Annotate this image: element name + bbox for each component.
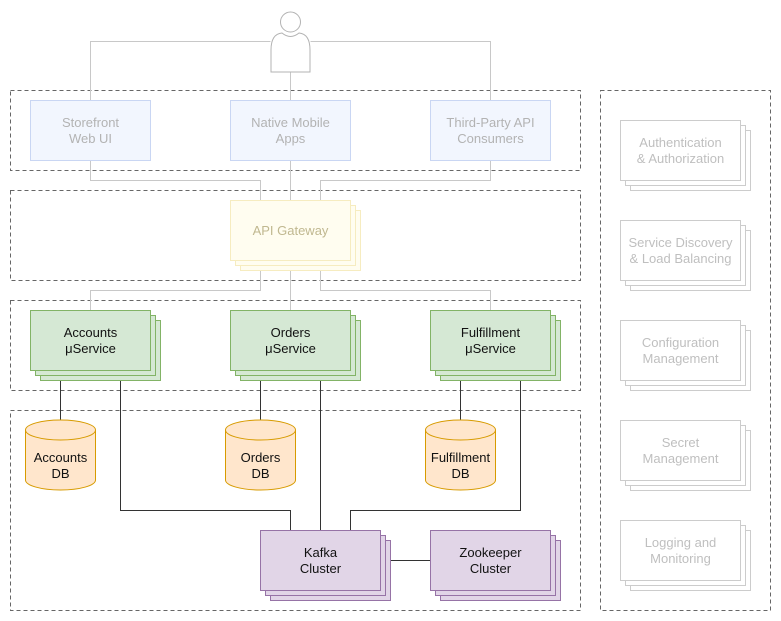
kafka-line1: Kafka: [304, 545, 338, 560]
connector-fulfillment-kafka: [350, 370, 521, 530]
service-accounts: Accounts μService: [30, 310, 161, 381]
service-accounts-line1: Accounts: [64, 325, 118, 340]
platform-auth-line1: Authentication: [639, 135, 721, 150]
platform-configuration-line1: Configuration: [642, 335, 719, 350]
service-orders-line1: Orders: [271, 325, 311, 340]
api-gateway: API Gateway: [230, 200, 361, 271]
connector-user-storefront: [90, 41, 271, 100]
service-fulfillment-line2: μService: [465, 341, 516, 356]
connector-gateway-fulfillment: [320, 260, 491, 310]
platform-configuration: Configuration Management: [620, 320, 751, 391]
gateway-layer-frame: [10, 190, 581, 281]
platform-secrets: Secret Management: [620, 420, 751, 491]
platform-auth-line2: & Authorization: [637, 151, 724, 166]
client-mobile-line1: Native Mobile: [251, 115, 330, 130]
database-accounts: Accounts DB: [25, 419, 96, 491]
database-fulfillment-line2: DB: [451, 466, 469, 481]
database-orders-line1: Orders: [241, 450, 281, 465]
service-orders: Orders μService: [230, 310, 361, 381]
kafka-cluster: Kafka Cluster: [260, 530, 391, 601]
platform-services-frame: [600, 90, 771, 611]
platform-secrets-line2: Management: [643, 451, 719, 466]
platform-logging-line1: Logging and: [645, 535, 717, 550]
connector-gateway-accounts: [90, 260, 261, 310]
connector-user-thirdparty: [310, 41, 491, 100]
platform-auth: Authentication & Authorization: [620, 120, 751, 191]
client-thirdparty-line1: Third-Party API: [446, 115, 534, 130]
platform-discovery-line2: & Load Balancing: [630, 251, 732, 266]
connector-storefront-gateway: [90, 160, 261, 200]
connector-accounts-kafka: [120, 370, 291, 530]
client-storefront: Storefront Web UI: [30, 100, 151, 161]
client-mobile-line2: Apps: [276, 131, 306, 146]
platform-logging-line2: Monitoring: [650, 551, 711, 566]
connector-thirdparty-gateway: [320, 160, 491, 200]
group-frames: [10, 90, 771, 611]
platform-logging: Logging and Monitoring: [620, 520, 751, 591]
service-fulfillment: Fulfillment μService: [430, 310, 561, 381]
client-storefront-line1: Storefront: [62, 115, 119, 130]
client-storefront-line2: Web UI: [69, 131, 112, 146]
database-fulfillment-line1: Fulfillment: [431, 450, 491, 465]
database-accounts-line1: Accounts: [34, 450, 88, 465]
client-thirdparty-line2: Consumers: [457, 131, 524, 146]
kafka-line2: Cluster: [300, 561, 342, 576]
platform-secrets-line1: Secret: [662, 435, 700, 450]
service-accounts-line2: μService: [65, 341, 116, 356]
user-icon: [270, 11, 311, 73]
platform-discovery: Service Discovery & Load Balancing: [620, 220, 751, 291]
clients-layer-frame: [10, 90, 581, 171]
api-gateway-label: API Gateway: [253, 223, 329, 238]
database-orders: Orders DB: [225, 419, 296, 491]
database-orders-line2: DB: [251, 466, 269, 481]
service-orders-line2: μService: [265, 341, 316, 356]
zookeeper-cluster: Zookeeper Cluster: [430, 530, 561, 601]
client-mobile-apps: Native Mobile Apps: [230, 100, 351, 161]
platform-discovery-line1: Service Discovery: [628, 235, 733, 250]
service-fulfillment-line1: Fulfillment: [461, 325, 521, 340]
zookeeper-line1: Zookeeper: [459, 545, 522, 560]
database-fulfillment: Fulfillment DB: [425, 419, 496, 491]
services-layer-frame: [10, 300, 581, 391]
zookeeper-line2: Cluster: [470, 561, 512, 576]
platform-configuration-line2: Management: [643, 351, 719, 366]
faded-connectors: [90, 41, 491, 310]
database-accounts-line2: DB: [51, 466, 69, 481]
client-third-party: Third-Party API Consumers: [430, 100, 551, 161]
